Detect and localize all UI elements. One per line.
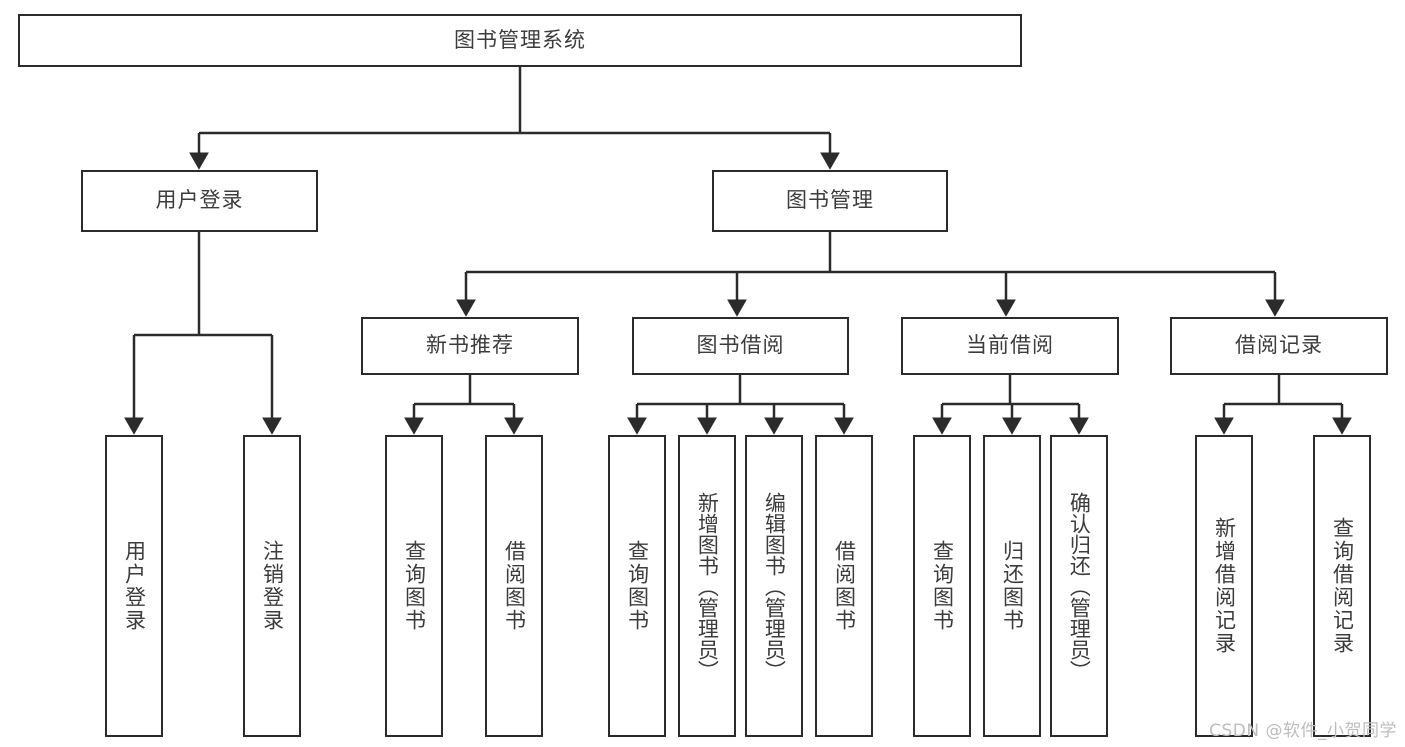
node-leaf-7[interactable]: 借阅图书: [815, 435, 873, 737]
node-label: 新增借阅记录: [1212, 517, 1237, 655]
node-leaf-0[interactable]: 用户登录: [105, 435, 163, 737]
node-leaf-9[interactable]: 归还图书: [983, 435, 1041, 737]
node-label: 新书推荐: [426, 333, 514, 358]
node-label: 确认归还（管理员）: [1067, 491, 1092, 681]
node-leaf-2[interactable]: 查询图书: [385, 435, 443, 737]
node-label: 图书管理系统: [454, 27, 586, 52]
node-leaf-4[interactable]: 查询图书: [608, 435, 666, 737]
node-label: 借阅图书: [502, 540, 527, 632]
node-label: 图书借阅: [696, 333, 785, 358]
node-label: 查询图书: [930, 540, 955, 632]
node-label: 编辑图书（管理员）: [762, 491, 787, 681]
node-level3-2[interactable]: 当前借阅: [901, 317, 1119, 375]
node-label: 查询图书: [402, 540, 427, 632]
connector-lines: [124, 67, 1352, 435]
node-level3-3[interactable]: 借阅记录: [1170, 317, 1388, 375]
node-label: 用户登录: [155, 188, 244, 213]
node-level2-1[interactable]: 图书管理: [712, 170, 948, 232]
node-leaf-5[interactable]: 新增图书（管理员）: [678, 435, 736, 737]
node-root-图书管理系统[interactable]: 图书管理系统: [18, 14, 1022, 67]
node-label: 当前借阅: [966, 333, 1054, 358]
node-leaf-6[interactable]: 编辑图书（管理员）: [745, 435, 803, 737]
node-leaf-1[interactable]: 注销登录: [243, 435, 301, 737]
node-label: 借阅图书: [832, 540, 857, 632]
node-level3-0[interactable]: 新书推荐: [361, 317, 579, 375]
node-leaf-11[interactable]: 新增借阅记录: [1195, 435, 1253, 737]
node-leaf-10[interactable]: 确认归还（管理员）: [1050, 435, 1108, 737]
node-label: 用户登录: [122, 540, 147, 632]
node-level3-1[interactable]: 图书借阅: [632, 317, 849, 375]
node-label: 查询图书: [625, 540, 650, 632]
node-label: 新增图书（管理员）: [695, 491, 720, 681]
node-label: 借阅记录: [1235, 333, 1323, 358]
node-leaf-12[interactable]: 查询借阅记录: [1313, 435, 1371, 737]
node-leaf-3[interactable]: 借阅图书: [485, 435, 543, 737]
node-label: 归还图书: [1000, 540, 1025, 632]
node-leaf-8[interactable]: 查询图书: [913, 435, 971, 737]
node-label: 查询借阅记录: [1330, 517, 1355, 655]
node-label: 图书管理: [786, 188, 874, 213]
node-label: 注销登录: [260, 540, 285, 632]
node-level2-0[interactable]: 用户登录: [81, 170, 318, 232]
watermark-text: CSDN @软件_小贺同学: [1209, 721, 1397, 741]
